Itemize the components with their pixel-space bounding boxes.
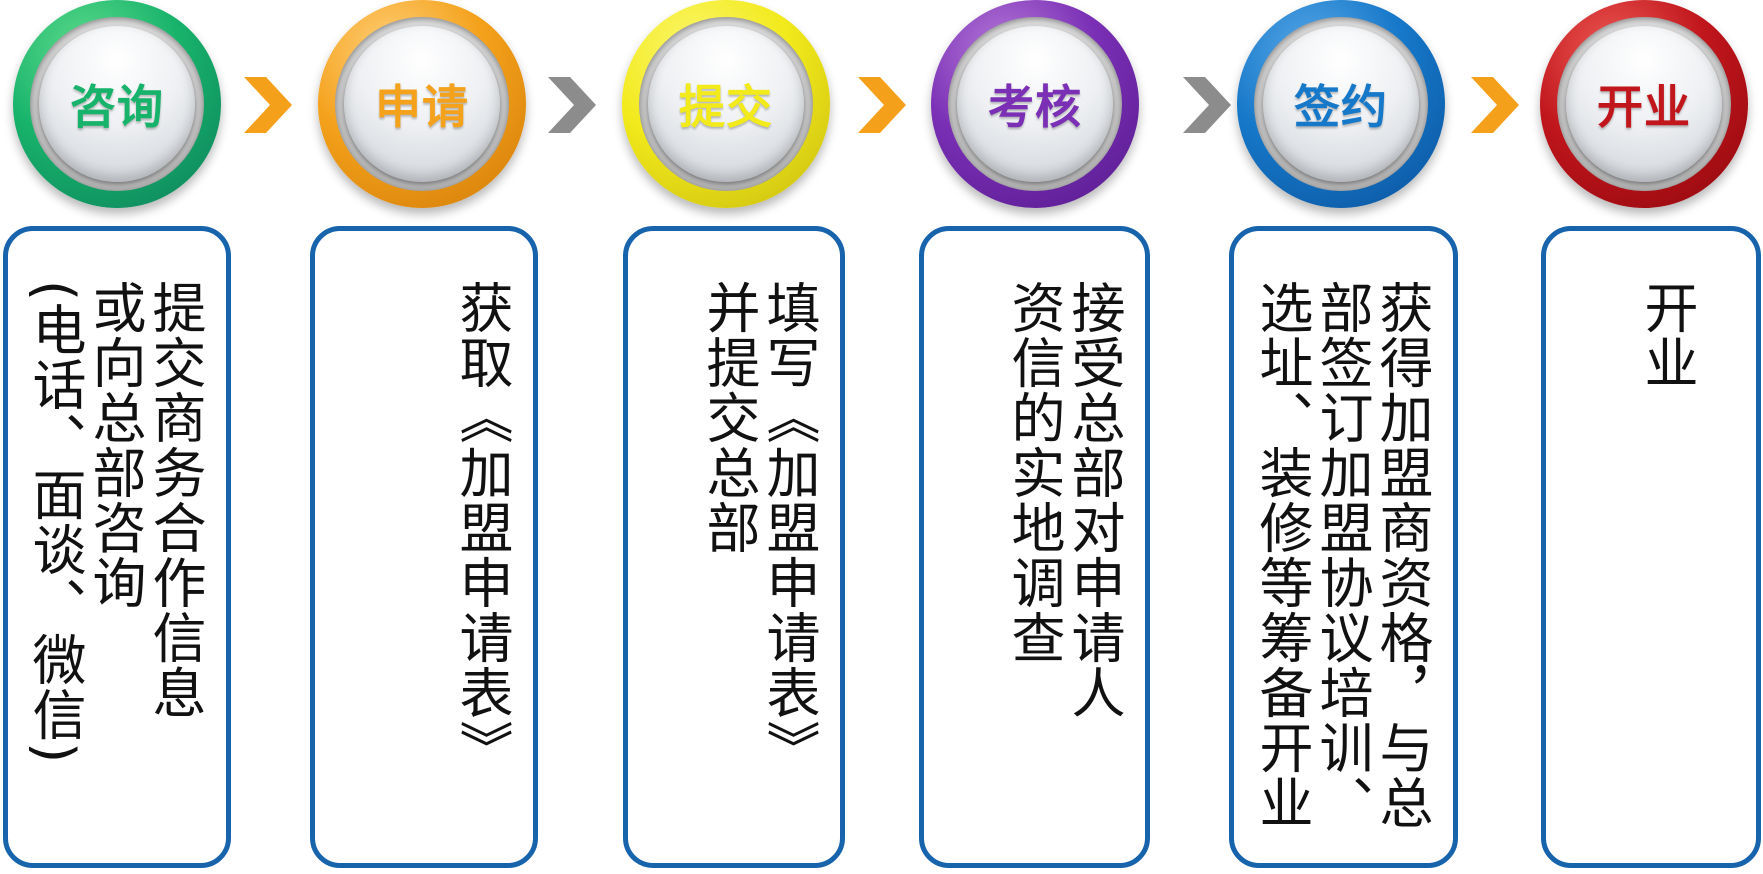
step-badge: 申请 [318, 0, 526, 208]
chevron-right-icon [548, 77, 596, 133]
step-card: 获得加盟商资格，与总 部签订加盟协议培训、 选址、装修等筹备开业 [1229, 226, 1458, 868]
step-badge: 提交 [622, 0, 830, 208]
step-description: 开业 [1635, 280, 1698, 390]
step-card: 接受总部对申请人 资信的实地调查 [919, 226, 1150, 868]
step-card: 获取《加盟申请表》 [310, 226, 538, 868]
step-badge: 咨询 [13, 0, 221, 208]
chevron-right-icon [244, 77, 292, 133]
step-card: 填写《加盟申请表》 并提交总部 [623, 226, 845, 868]
chevron-right-icon [1183, 77, 1231, 133]
step-title: 考核 [988, 80, 1082, 134]
step-sign: 签约 获得加盟商资格，与总 部签订加盟协议培训、 选址、装修等筹备开业 [1229, 0, 1464, 874]
step-description: 填写《加盟申请表》 并提交总部 [697, 280, 820, 775]
step-title: 开业 [1597, 80, 1691, 134]
step-badge: 签约 [1237, 0, 1445, 208]
step-badge: 开业 [1540, 0, 1748, 208]
step-title: 签约 [1294, 80, 1388, 134]
step-description: 接受总部对申请人 资信的实地调查 [1002, 280, 1125, 720]
step-review: 考核 接受总部对申请人 资信的实地调查 [919, 0, 1154, 874]
step-badge: 考核 [931, 0, 1139, 208]
step-description: 获得加盟商资格，与总 部签订加盟协议培训、 选址、装修等筹备开业 [1250, 280, 1433, 830]
step-description: 获取《加盟申请表》 [450, 280, 513, 775]
step-card: 提交商务合作信息 或向总部咨询 (电话、面谈、微信) [3, 226, 231, 868]
step-submit: 提交 填写《加盟申请表》 并提交总部 [620, 0, 855, 874]
step-title: 申请 [375, 80, 469, 134]
step-description: 提交商务合作信息 或向总部咨询 (电话、面谈、微信) [23, 280, 206, 765]
chevron-right-icon [858, 77, 906, 133]
step-consult: 咨询 提交商务合作信息 或向总部咨询 (电话、面谈、微信) [3, 0, 238, 874]
step-title: 咨询 [70, 80, 164, 134]
chevron-right-icon [1471, 77, 1519, 133]
step-title: 提交 [679, 80, 773, 134]
step-apply: 申请 获取《加盟申请表》 [309, 0, 544, 874]
step-open: 开业 开业 [1540, 0, 1763, 874]
step-card: 开业 [1541, 226, 1761, 868]
